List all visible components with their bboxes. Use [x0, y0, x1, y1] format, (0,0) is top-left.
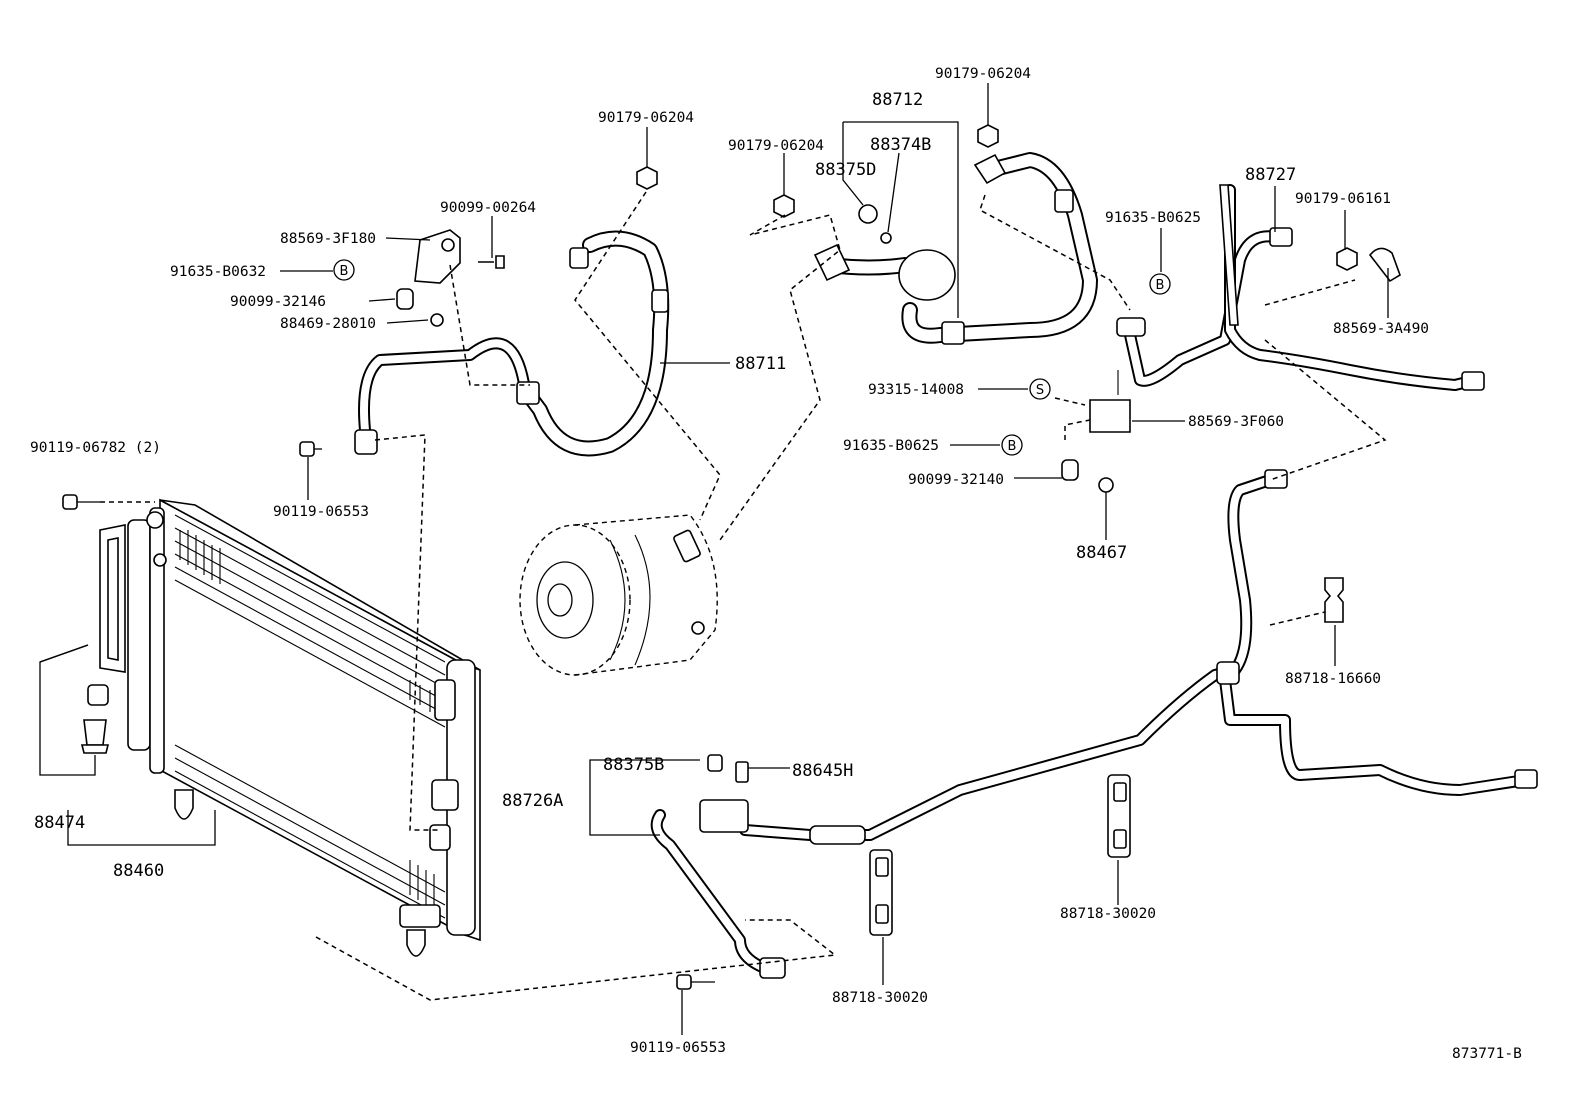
- bolt-90099-00264[interactable]: [478, 255, 505, 269]
- label-91635-B0625-b: 91635-B0625: [843, 438, 939, 454]
- label-88718-16660: 88718-16660: [1285, 671, 1381, 687]
- clamp-88569-3A490[interactable]: [1368, 247, 1401, 283]
- oring-88469-28010[interactable]: [430, 313, 444, 327]
- assembly-dashed-lines: [100, 191, 1387, 1001]
- label-88375D: 88375D: [815, 160, 876, 180]
- label-90099-00264: 90099-00264: [440, 200, 536, 216]
- bolt-90119-06553-b[interactable]: [676, 974, 715, 990]
- svg-text:B: B: [1008, 439, 1017, 454]
- leader-lines: [39, 83, 1389, 1035]
- label-90179-06204-b: 90179-06204: [728, 138, 824, 154]
- bracket-right-vertical[interactable]: [1219, 184, 1239, 326]
- label-88718-30020-a: 88718-30020: [1060, 906, 1156, 922]
- label-88569-3A490: 88569-3A490: [1333, 321, 1429, 337]
- label-90119-06782: 90119-06782 (2): [30, 440, 161, 456]
- label-88727: 88727: [1245, 165, 1296, 185]
- svg-text:B: B: [1156, 278, 1165, 293]
- label-90119-06553-a: 90119-06553: [273, 504, 369, 520]
- bolt-90119-06553-a[interactable]: [299, 441, 322, 457]
- marker-s-1: S: [1029, 378, 1051, 400]
- condenser-seal-88474[interactable]: [80, 524, 126, 754]
- oring-88467[interactable]: [1098, 477, 1114, 493]
- marker-b-2: B: [1149, 273, 1171, 295]
- part-labels: 90179-06204 90179-06204 90179-06204 8871…: [30, 66, 1522, 1062]
- label-88711: 88711: [735, 354, 786, 374]
- label-88474: 88474: [34, 813, 85, 833]
- marker-b-3: B: [1001, 434, 1023, 456]
- condenser-assembly[interactable]: [127, 498, 481, 957]
- diagram-id: 873771-B: [1452, 1046, 1522, 1062]
- label-88374B: 88374B: [870, 135, 931, 155]
- clamp-88718-30020-right[interactable]: [1107, 774, 1131, 858]
- bolt-90119-06782[interactable]: [62, 494, 100, 510]
- compressor[interactable]: [519, 514, 718, 676]
- bracket-88569-3F060[interactable]: [1089, 370, 1131, 433]
- oring-88374B[interactable]: [880, 232, 892, 244]
- nut-90179-06204-c[interactable]: [977, 124, 999, 148]
- label-88569-3F060: 88569-3F060: [1188, 414, 1284, 430]
- label-88726A: 88726A: [502, 791, 563, 811]
- label-88712: 88712: [872, 90, 923, 110]
- liquid-pipe-88726A[interactable]: [650, 469, 1538, 979]
- nut-90179-06204-a[interactable]: [636, 166, 658, 190]
- label-90119-06553-b: 90119-06553: [630, 1040, 726, 1056]
- label-88569-3F180: 88569-3F180: [280, 231, 376, 247]
- bracket-88569-3F180[interactable]: [414, 229, 461, 284]
- label-88645H: 88645H: [792, 761, 853, 781]
- label-90179-06161: 90179-06161: [1295, 191, 1391, 207]
- label-88460: 88460: [113, 861, 164, 881]
- cushion-90099-32140[interactable]: [1061, 459, 1079, 481]
- clamp-88718-30020-mid[interactable]: [869, 849, 893, 936]
- svg-text:B: B: [340, 264, 349, 279]
- cap-88375D[interactable]: [858, 204, 878, 224]
- label-90099-32140: 90099-32140: [908, 472, 1004, 488]
- cushion-90099-32146[interactable]: [396, 288, 414, 310]
- label-88718-30020-b: 88718-30020: [832, 990, 928, 1006]
- label-88467: 88467: [1076, 543, 1127, 563]
- label-90179-06204-c: 90179-06204: [935, 66, 1031, 82]
- label-90099-32146: 90099-32146: [230, 294, 326, 310]
- label-88375B: 88375B: [603, 755, 664, 775]
- clamp-88718-16660[interactable]: [1324, 577, 1344, 623]
- label-93315-14008: 93315-14008: [868, 382, 964, 398]
- nut-90179-06204-b[interactable]: [773, 194, 795, 218]
- label-90179-06204-a: 90179-06204: [598, 110, 694, 126]
- label-88469-28010: 88469-28010: [280, 316, 376, 332]
- marker-b-1: B: [333, 259, 355, 281]
- cooler-pipe-88727[interactable]: [1116, 184, 1485, 391]
- label-91635-B0625-a: 91635-B0625: [1105, 210, 1201, 226]
- label-91635-B0632: 91635-B0632: [170, 264, 266, 280]
- suction-hose-88712[interactable]: [813, 152, 1098, 345]
- nut-90179-06161[interactable]: [1336, 247, 1358, 271]
- svg-text:S: S: [1036, 383, 1044, 398]
- discharge-hose-88711[interactable]: [354, 230, 670, 457]
